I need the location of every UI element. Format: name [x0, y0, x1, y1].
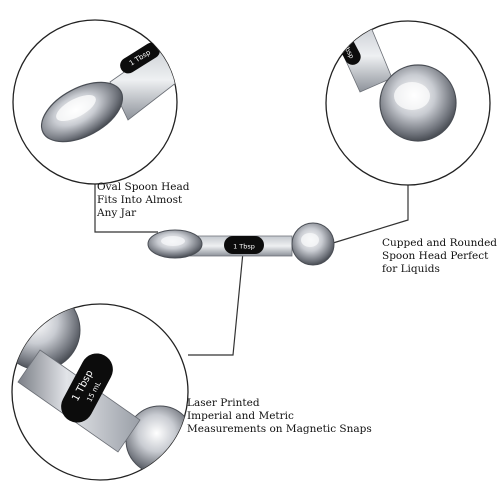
leader-line-oval: [94, 184, 158, 233]
callout-cupped-head: Cupped and Rounded Spoon Head Perfect fo…: [382, 237, 497, 276]
callout-line: Spoon Head Perfect: [382, 250, 489, 262]
cupped-spoon-head-icon: 1 Tbsp: [331, 21, 457, 142]
callout-line: Any Jar: [97, 207, 137, 219]
callout-line: Oval Spoon Head: [97, 181, 190, 193]
callout-line: Imperial and Metric: [187, 410, 294, 422]
callout-laser-label: Laser Printed Imperial and Metric Measur…: [187, 397, 372, 436]
callout-oval-head: Oval Spoon Head Fits Into Almost Any Jar: [97, 181, 190, 220]
callout-line: Laser Printed: [187, 397, 260, 409]
small-spoon-label: 1 Tbsp: [233, 243, 255, 251]
leader-line-cupped: [332, 185, 409, 244]
callout-line: Cupped and Rounded: [382, 237, 498, 249]
leader-line-laser: [188, 251, 244, 356]
double-ended-spoon-icon: 1 Tbsp: [147, 222, 335, 266]
callout-line: Fits Into Almost: [97, 194, 183, 206]
magnetic-snap-label-icon: [224, 236, 264, 254]
callout-line: Measurements on Magnetic Snaps: [187, 423, 372, 435]
callout-line: for Liquids: [382, 263, 440, 275]
leader-lines: [94, 184, 409, 356]
